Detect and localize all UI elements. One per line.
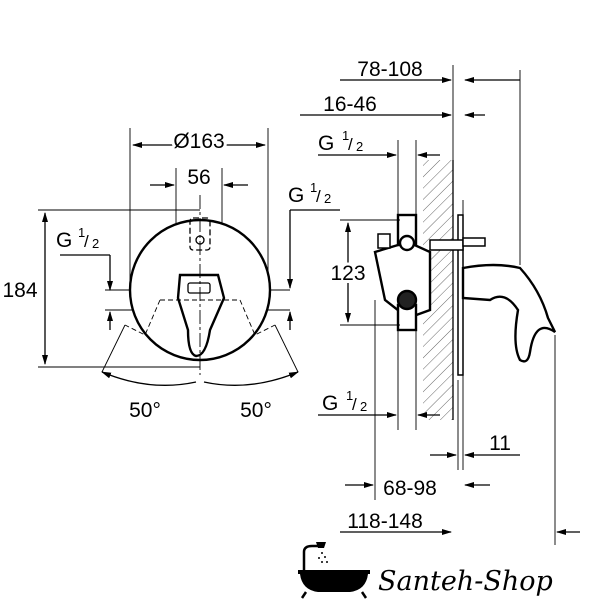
dim-78-108: 78-108 bbox=[340, 58, 521, 265]
front-view: Ø163 56 184 G 1 / 2 bbox=[0, 127, 340, 422]
thread-right-g: G bbox=[288, 184, 304, 207]
thread-right-num: 1 bbox=[310, 180, 317, 195]
height-dimension: 184 bbox=[0, 209, 200, 368]
handle-logo-plate bbox=[187, 282, 211, 294]
thread-top-num: 1 bbox=[342, 128, 349, 143]
diameter-label: Ø163 bbox=[173, 130, 224, 153]
valve-spindle-tip bbox=[462, 237, 486, 247]
thread-right-dimension: G 1 / 2 bbox=[287, 180, 340, 330]
thread-top-dimension: G 1 / 2 bbox=[318, 128, 440, 230]
vertical-offset-label: 123 bbox=[330, 262, 365, 285]
thread-right-den: 2 bbox=[324, 191, 331, 206]
dim-123: 123 bbox=[327, 219, 400, 326]
angle-left-label: 50° bbox=[129, 399, 161, 422]
thread-left-slash: / bbox=[84, 232, 89, 251]
thread-bottom-g: G bbox=[322, 392, 338, 415]
dim-16-46: 16-46 bbox=[300, 93, 485, 118]
thread-bottom-den: 2 bbox=[360, 399, 367, 414]
angle-left: 50° bbox=[101, 324, 197, 422]
valve-back-cap bbox=[377, 233, 391, 249]
side-view: 78-108 16-46 G 1 / 2 123 bbox=[300, 58, 580, 545]
angle-right: 50° bbox=[203, 324, 299, 422]
thread-top-den: 2 bbox=[356, 139, 363, 154]
depth-inner-label: 16-46 bbox=[323, 93, 377, 116]
dim-68-98: 68-98 bbox=[345, 300, 490, 500]
inlet-top bbox=[398, 234, 416, 252]
angle-right-label: 50° bbox=[240, 399, 272, 422]
thread-top-g: G bbox=[318, 132, 334, 155]
thread-top-slash: / bbox=[348, 135, 353, 154]
thread-bottom-dimension: G 1 / 2 bbox=[318, 330, 440, 430]
thread-bottom-num: 1 bbox=[346, 388, 353, 403]
thread-left-g: G bbox=[56, 229, 72, 252]
shop-logo-text: Santeh-Shop bbox=[378, 566, 553, 597]
valve-spindle bbox=[429, 239, 464, 251]
dim-11: 11 bbox=[430, 380, 520, 470]
diameter-dimension: Ø163 bbox=[129, 127, 269, 290]
dim-118-148: 118-148 bbox=[340, 335, 580, 545]
plate-thickness-label: 11 bbox=[489, 432, 511, 455]
lever-handle bbox=[176, 273, 226, 358]
bathtub-icon bbox=[298, 542, 370, 599]
height-label: 184 bbox=[2, 279, 37, 302]
thread-left-den: 2 bbox=[92, 236, 99, 251]
center-width-label: 56 bbox=[187, 166, 210, 189]
thread-right-slash: / bbox=[316, 187, 321, 206]
lever-side bbox=[461, 263, 557, 363]
depth-total-label: 78-108 bbox=[357, 58, 422, 81]
inlet-bottom bbox=[396, 289, 418, 311]
overall-depth-label: 118-148 bbox=[347, 510, 423, 533]
thread-left-num: 1 bbox=[78, 225, 85, 240]
install-depth-label: 68-98 bbox=[383, 477, 437, 500]
thread-bottom-slash: / bbox=[352, 395, 357, 414]
shop-logo: Santeh-Shop bbox=[298, 542, 553, 599]
